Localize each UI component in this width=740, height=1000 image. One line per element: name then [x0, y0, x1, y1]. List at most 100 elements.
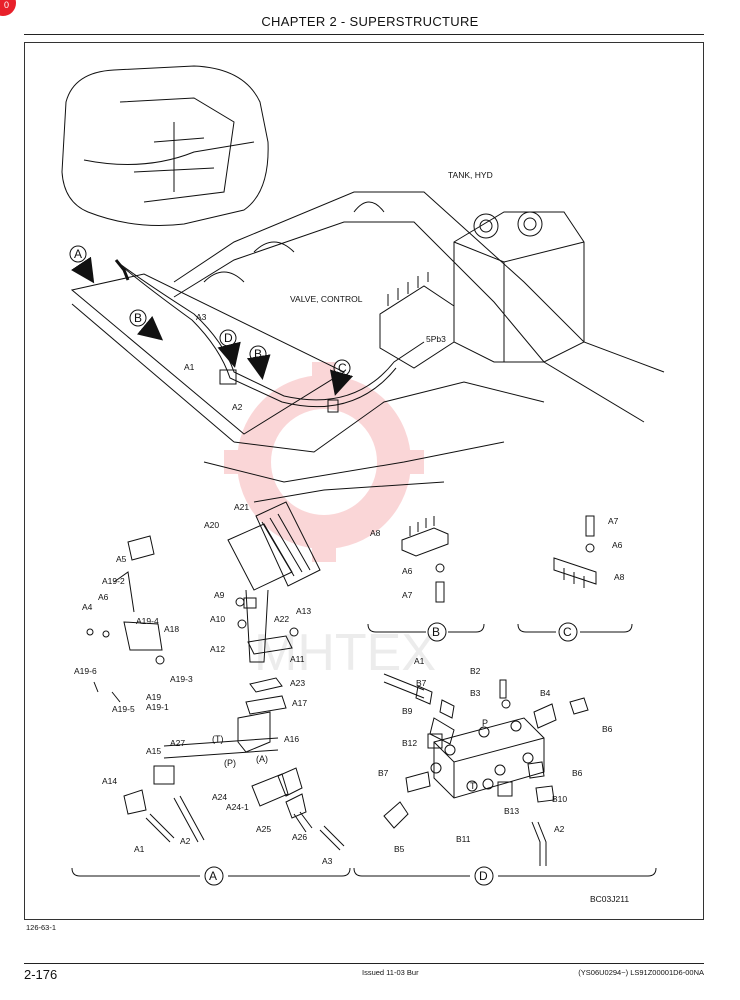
view-arrows: A B D B C [69, 245, 354, 396]
section-d-labels: A1 B2 B3 B4 B5 B6 B6 B7 B7 B9 B10 B11 B1… [378, 656, 613, 854]
section-c-parts [553, 515, 597, 588]
label-a2: A2 [180, 836, 191, 846]
label-a21: A21 [234, 502, 249, 512]
label-a18: A18 [164, 624, 179, 634]
port-letter-a: (A) [256, 754, 268, 764]
label-a10: A10 [210, 614, 225, 624]
svg-text:C: C [338, 361, 347, 375]
figure-frame [24, 42, 704, 920]
chapter-title: CHAPTER 2 - SUPERSTRUCTURE [261, 14, 479, 29]
label-d-a2: A2 [554, 824, 565, 834]
view-arrow-a: A [69, 245, 95, 284]
label-b-a8: A8 [370, 528, 381, 538]
section-d-title: D [479, 869, 488, 883]
label-d-b5: B5 [394, 844, 405, 854]
section-b-title: B [432, 625, 440, 639]
label-a19-4: A19-4 [136, 616, 159, 626]
overview-label-a2: A2 [232, 402, 243, 412]
label-a25: A25 [256, 824, 271, 834]
label-a24: A24 [212, 792, 227, 802]
label-a13: A13 [296, 606, 311, 616]
label-a16: A16 [284, 734, 299, 744]
label-a3: A3 [322, 856, 333, 866]
label-a22: A22 [274, 614, 289, 624]
superstructure-body [70, 191, 665, 503]
label-c-a8: A8 [614, 572, 625, 582]
label-d-b13: B13 [504, 806, 519, 816]
section-brackets [71, 622, 657, 886]
label-a1: A1 [134, 844, 145, 854]
section-b-parts [401, 516, 449, 603]
section-c-title: C [563, 625, 572, 639]
svg-text:MHTEX: MHTEX [254, 624, 436, 682]
label-a4: A4 [82, 602, 93, 612]
label-d-b3: B3 [470, 688, 481, 698]
label-a19-1: A19-1 [146, 702, 169, 712]
svg-text:D: D [224, 331, 233, 345]
label-d-b7-lower: B7 [378, 768, 389, 778]
label-a5: A5 [116, 554, 127, 564]
port-letter-t: (T) [212, 734, 224, 744]
view-arrow-b2: B [246, 345, 271, 380]
corner-badge: 0 [0, 0, 16, 16]
header-rule [24, 34, 704, 35]
exploded-parts-diagram: MHTEX TANK, HYD VALVE, CONTROL 5Pb3 [61, 65, 665, 904]
tank-callout: TANK, HYD [448, 170, 493, 180]
reference-code: 126-63-1 [26, 923, 57, 932]
figure-code: BC03J211 [590, 894, 629, 904]
section-a-title: A [209, 869, 217, 883]
label-a11: A11 [290, 654, 305, 664]
label-a20: A20 [204, 520, 219, 530]
label-d-b4: B4 [540, 688, 551, 698]
document-number: (YS06U0294~) LS91Z00001D6-00NA [578, 968, 704, 977]
label-c-a7: A7 [608, 516, 619, 526]
label-a24-1: A24-1 [226, 802, 249, 812]
overview-label-a1: A1 [184, 362, 195, 372]
section-d-parts [383, 673, 589, 866]
label-a15: A15 [146, 746, 161, 756]
label-a19-5: A19-5 [112, 704, 135, 714]
page-number: 2-176 [24, 967, 58, 982]
label-d-b2: B2 [470, 666, 481, 676]
label-d-b6-upper: B6 [602, 724, 613, 734]
label-b-a6: A6 [402, 566, 413, 576]
label-d-b11: B11 [456, 834, 471, 844]
port-mark-p: P [482, 718, 488, 728]
label-a12: A12 [210, 644, 225, 654]
pb3-callout: 5Pb3 [426, 334, 446, 344]
label-a27: A27 [170, 738, 185, 748]
machine-overview [61, 65, 269, 226]
svg-text:B: B [134, 311, 142, 325]
label-d-b12: B12 [402, 738, 417, 748]
port-letter-p: (P) [224, 758, 236, 768]
label-d-b6-lower: B6 [572, 768, 583, 778]
label-a9: A9 [214, 590, 225, 600]
label-a6: A6 [98, 592, 109, 602]
footer-rule [24, 963, 704, 964]
label-a19-3: A19-3 [170, 674, 193, 684]
port-mark-t: T [470, 781, 476, 791]
label-d-b7-upper: B7 [416, 678, 427, 688]
section-a-labels: A1 A2 A3 A4 A5 A6 A9 A10 A11 A12 A13 A14… [74, 502, 333, 866]
svg-text:A: A [74, 247, 82, 261]
label-a19-2: A19-2 [102, 576, 125, 586]
view-arrow-b1: B [129, 309, 164, 341]
section-a-parts [86, 501, 345, 851]
label-a14: A14 [102, 776, 117, 786]
label-d-b10: B10 [552, 794, 567, 804]
watermark: MHTEX [224, 362, 436, 682]
view-arrow-c: C [329, 359, 354, 396]
label-a17: A17 [292, 698, 307, 708]
label-c-a6: A6 [612, 540, 623, 550]
issued-date: Issued 11-03 Bur [362, 968, 419, 977]
label-a19: A19 [146, 692, 161, 702]
label-a19-6: A19-6 [74, 666, 97, 676]
label-d-a1: A1 [414, 656, 425, 666]
label-a23: A23 [290, 678, 305, 688]
valve-callout: VALVE, CONTROL [290, 294, 363, 304]
svg-text:B: B [254, 347, 262, 361]
overview-label-a3: A3 [196, 312, 207, 322]
label-d-b9: B9 [402, 706, 413, 716]
label-b-a7: A7 [402, 590, 413, 600]
label-a26: A26 [292, 832, 307, 842]
